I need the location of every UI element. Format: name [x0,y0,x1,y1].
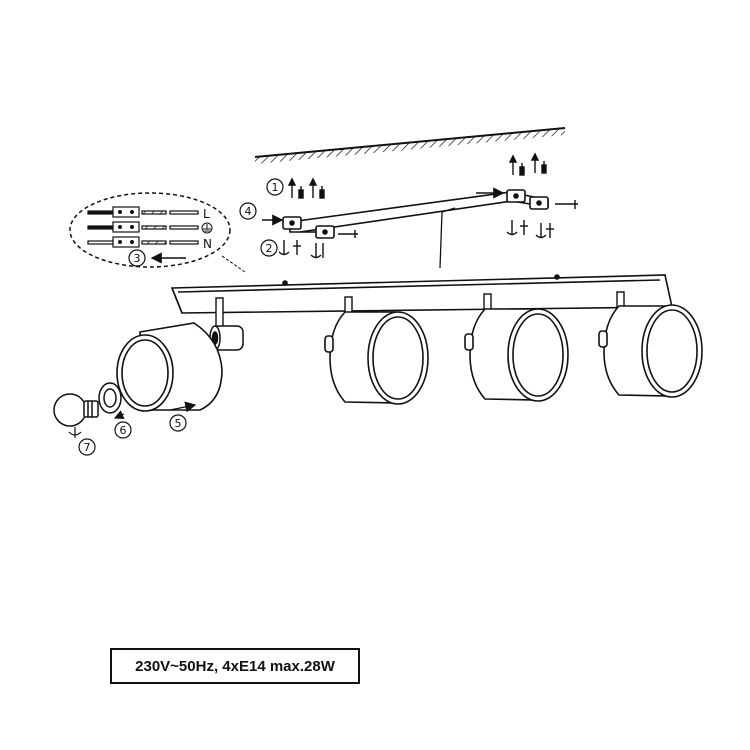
wire-neutral-label: N [203,237,212,251]
step-4-label: 4 [245,205,252,218]
spotlight-shade-3 [464,308,569,402]
wire-live-label: L [203,207,210,221]
lamp-holder [209,325,244,351]
fixing-screws-right [506,220,554,239]
spotlight-shade-4 [598,304,703,398]
dowel-screws-right [508,152,547,176]
ceiling-plate [170,274,673,314]
mounting-bracket [282,189,549,239]
wiring-callout: L N [69,192,246,273]
step-5-label: 5 [175,417,182,430]
side-screws [262,187,578,238]
spec-text: 230V~50Hz, 4xE14 max.28W [135,657,335,675]
ceiling [254,127,566,164]
step-7-label: 7 [84,441,91,454]
spotlight-shade-2 [324,311,429,405]
fixing-screws-left [278,240,324,259]
step-2-label: 2 [266,242,273,255]
rotate-arrow [68,427,82,438]
ground-icon [201,222,213,234]
spotlight-shade-1 [116,322,223,412]
spec-label: 230V~50Hz, 4xE14 max.28W [110,648,360,684]
step-6-label: 6 [120,424,127,437]
shade-arrow [169,401,197,413]
bulb-icon [53,393,99,427]
ring-arrow [113,410,125,419]
retaining-ring [98,382,122,414]
step-1-label: 1 [272,181,279,194]
step-3-label: 3 [134,252,141,265]
dowel-screws-left [287,177,325,199]
power-cord [439,207,456,269]
step-markers [78,178,284,456]
